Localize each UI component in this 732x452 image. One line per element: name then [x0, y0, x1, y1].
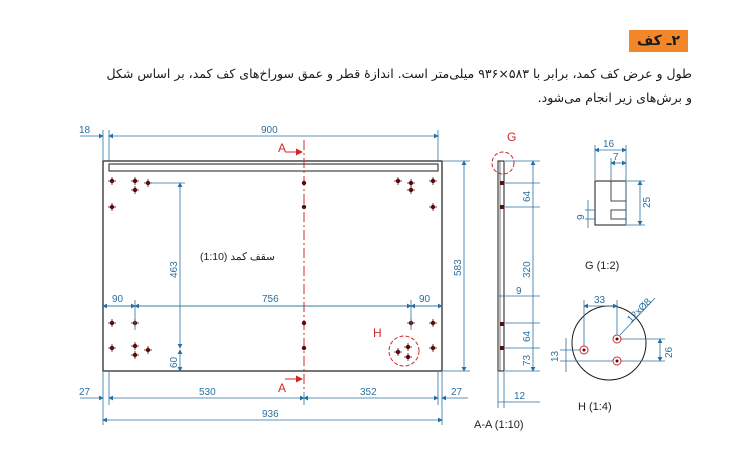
hole-marker: [394, 348, 402, 356]
detail-g-view: 16 7 25 9 G (1:2): [576, 139, 653, 272]
hole-marker: [144, 346, 152, 354]
section-view-label: A-A (1:10): [474, 419, 524, 431]
dim-h-diameter: 12xØ8: [625, 296, 654, 325]
hole-marker: [131, 177, 139, 185]
hole-marker: [108, 319, 116, 327]
hole-marker: [108, 344, 116, 352]
dim-top-width: 900: [261, 125, 278, 136]
hole-marker: [301, 320, 307, 326]
dim-left-90: 90: [112, 294, 124, 305]
description-line-1: طول و عرض کف کمد، برابر با ۵۸۳×۹۳۶ میلی‌…: [106, 66, 692, 81]
hole-marker: [301, 204, 307, 210]
hole-marker: [131, 342, 139, 350]
hole-marker: [429, 319, 437, 327]
dim-total-width: 936: [262, 409, 279, 420]
hole-marker: [429, 203, 437, 211]
dim-g-7: 7: [613, 152, 619, 163]
hole-marker: [108, 203, 116, 211]
hole-marker: [131, 186, 139, 194]
dim-h-33: 33: [594, 295, 606, 306]
dim-sec-320: 320: [522, 261, 533, 278]
main-dimension-lines: [80, 130, 470, 425]
section-view: G 64 320 9 64 73 12 A-A (1:10): [474, 130, 540, 431]
dim-top-left: 18: [79, 125, 91, 136]
hole-marker: [144, 179, 152, 187]
dim-bottom-27-left: 27: [79, 387, 91, 398]
board-outline: [102, 160, 443, 372]
main-view: A A: [79, 125, 470, 425]
dim-hole-span-v: 463: [169, 261, 180, 278]
dim-g-16: 16: [603, 139, 615, 150]
dim-g-9: 9: [576, 214, 587, 220]
hole-marker: [407, 186, 415, 194]
hole-marker: [407, 179, 415, 187]
detail-h-view: 33 12xØ8 26 13 H (1:4): [550, 295, 675, 413]
dim-h-26: 26: [664, 346, 675, 358]
description-paragraph: طول و عرض کف کمد، برابر با ۵۸۳×۹۳۶ میلی‌…: [80, 62, 692, 110]
main-view-label: (1:10) سقف کمد: [200, 251, 275, 263]
hole-marker: [404, 353, 412, 361]
hole-group: [108, 177, 437, 361]
hole-marker: [131, 351, 139, 359]
dim-g-25: 25: [642, 196, 653, 208]
section-dimension-lines: [497, 160, 540, 408]
detail-g-label: G (1:2): [585, 260, 619, 272]
section-title-badge: ۲ـ کف: [629, 30, 689, 52]
dim-bottom-60: 60: [169, 356, 180, 368]
hole-marker: [394, 177, 402, 185]
dim-bottom-530: 530: [199, 387, 216, 398]
dim-height-total: 583: [453, 259, 464, 276]
dim-bottom-27-right: 27: [451, 387, 463, 398]
dim-bottom-352: 352: [360, 387, 377, 398]
detail-h-mark: H: [373, 326, 382, 340]
dim-sec-9: 9: [516, 286, 522, 297]
detail-g-mark: G: [507, 130, 516, 144]
section-label-top: A: [278, 141, 286, 155]
hole-marker: [429, 344, 437, 352]
section-holes: [500, 181, 504, 350]
dim-h-13: 13: [550, 350, 561, 362]
detail-h-label: H (1:4): [578, 401, 612, 413]
dim-mid-756: 756: [262, 294, 279, 305]
hole-marker: [301, 180, 307, 186]
detail-h-circle: [388, 335, 420, 367]
dim-right-90: 90: [419, 294, 431, 305]
dim-sec-64-top: 64: [522, 190, 533, 202]
dim-sec-64-bot: 64: [522, 330, 533, 342]
top-rail: [108, 163, 439, 172]
hole-marker: [404, 343, 412, 351]
section-label-bottom: A: [278, 381, 286, 395]
hole-marker: [108, 177, 116, 185]
hole-marker: [301, 345, 307, 351]
description-line-2: و برش‌های زیر انجام می‌شود.: [537, 90, 692, 105]
dim-sec-12: 12: [514, 391, 526, 402]
hole-marker: [429, 177, 437, 185]
detail-g-circle: [491, 151, 515, 175]
section-board: [497, 160, 505, 372]
dim-sec-73: 73: [522, 354, 533, 366]
